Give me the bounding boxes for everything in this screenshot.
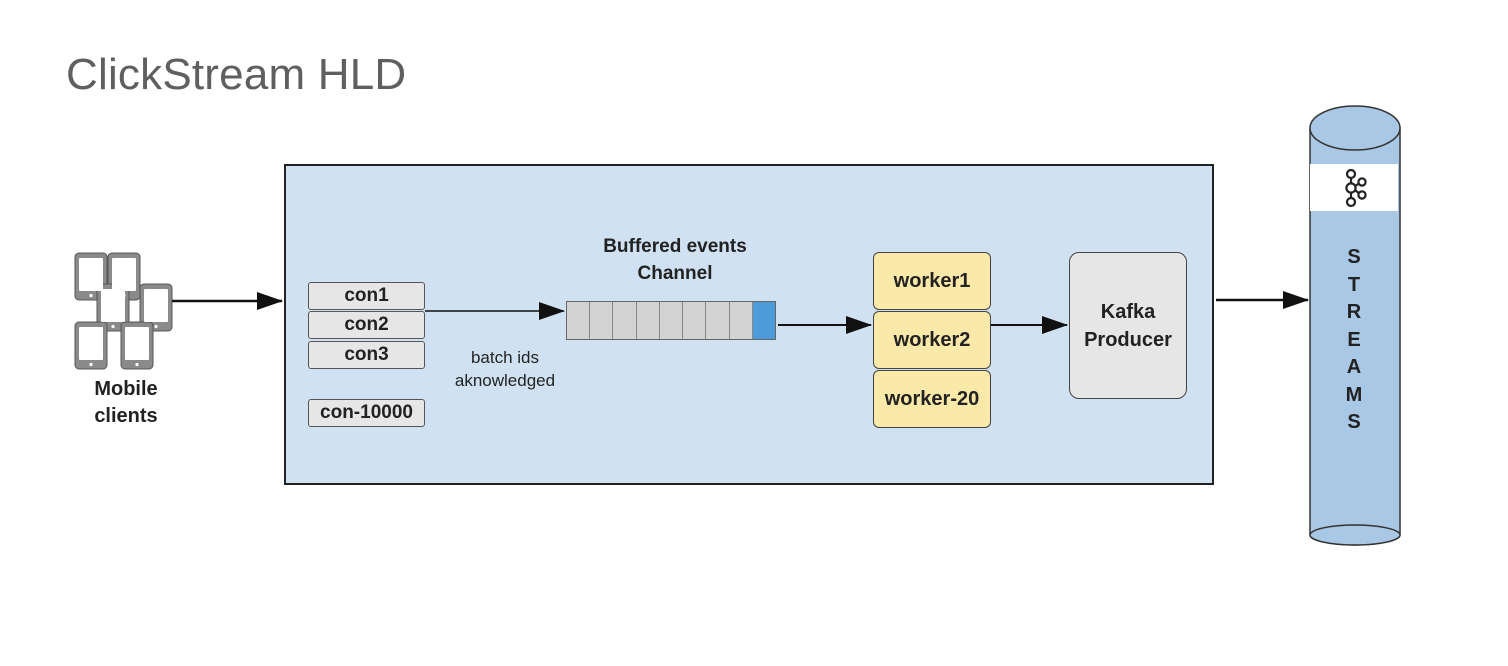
streams-letter: S (1347, 411, 1361, 433)
kafka-producer-box: Kafka Producer (1069, 252, 1187, 399)
streams-letter: E (1347, 328, 1361, 351)
streams-letter: A (1346, 356, 1362, 378)
cylinder-bottom (1309, 524, 1401, 546)
buffer-slot (706, 302, 730, 339)
buffer-title-line2: Channel (637, 263, 713, 284)
buffer-slot (636, 302, 660, 339)
worker-box-2: worker2 (873, 311, 991, 369)
ack-note-line1: batch ids (470, 348, 540, 367)
buffer-channel-title: Buffered events Channel (560, 233, 790, 287)
mobile-clients-label-line1: Mobile (94, 378, 158, 400)
buffer-slot (683, 302, 707, 339)
page-title: ClickStream HLD (66, 50, 407, 99)
cylinder-top (1309, 105, 1401, 151)
producer-line1: Kafka (1100, 300, 1156, 323)
buffer-slot (567, 302, 591, 339)
mobile-devices-icon (74, 252, 173, 370)
streams-letter: S (1347, 246, 1361, 268)
connection-box-1: con1 (308, 282, 425, 310)
buffer-slot-filled (752, 302, 775, 339)
streams-icon-band (1310, 164, 1398, 211)
connection-box-10000: con-10000 (308, 399, 425, 427)
buffer-title-line1: Buffered events (603, 236, 747, 257)
connection-box-2: con2 (308, 311, 425, 339)
mobile-clients-label-line2: clients (94, 405, 158, 427)
ack-note: batch ids aknowledged (430, 346, 580, 392)
worker-box-20: worker-20 (873, 370, 991, 428)
kafka-icon (1345, 168, 1367, 207)
streams-letter: T (1347, 273, 1361, 296)
connection-box-3: con3 (308, 341, 425, 369)
producer-line2: Producer (1084, 328, 1172, 351)
buffer-slot (729, 302, 753, 339)
buffer-slot (590, 302, 614, 339)
streams-letter: R (1346, 301, 1362, 323)
buffer-slot (659, 302, 684, 339)
buffer-slot (613, 302, 637, 339)
ack-note-line2: aknowledged (454, 371, 556, 390)
streams-letter: M (1345, 383, 1363, 406)
worker-box-1: worker1 (873, 252, 991, 310)
mobile-clients-label: Mobile clients (66, 376, 186, 430)
buffer-queue (566, 301, 776, 340)
